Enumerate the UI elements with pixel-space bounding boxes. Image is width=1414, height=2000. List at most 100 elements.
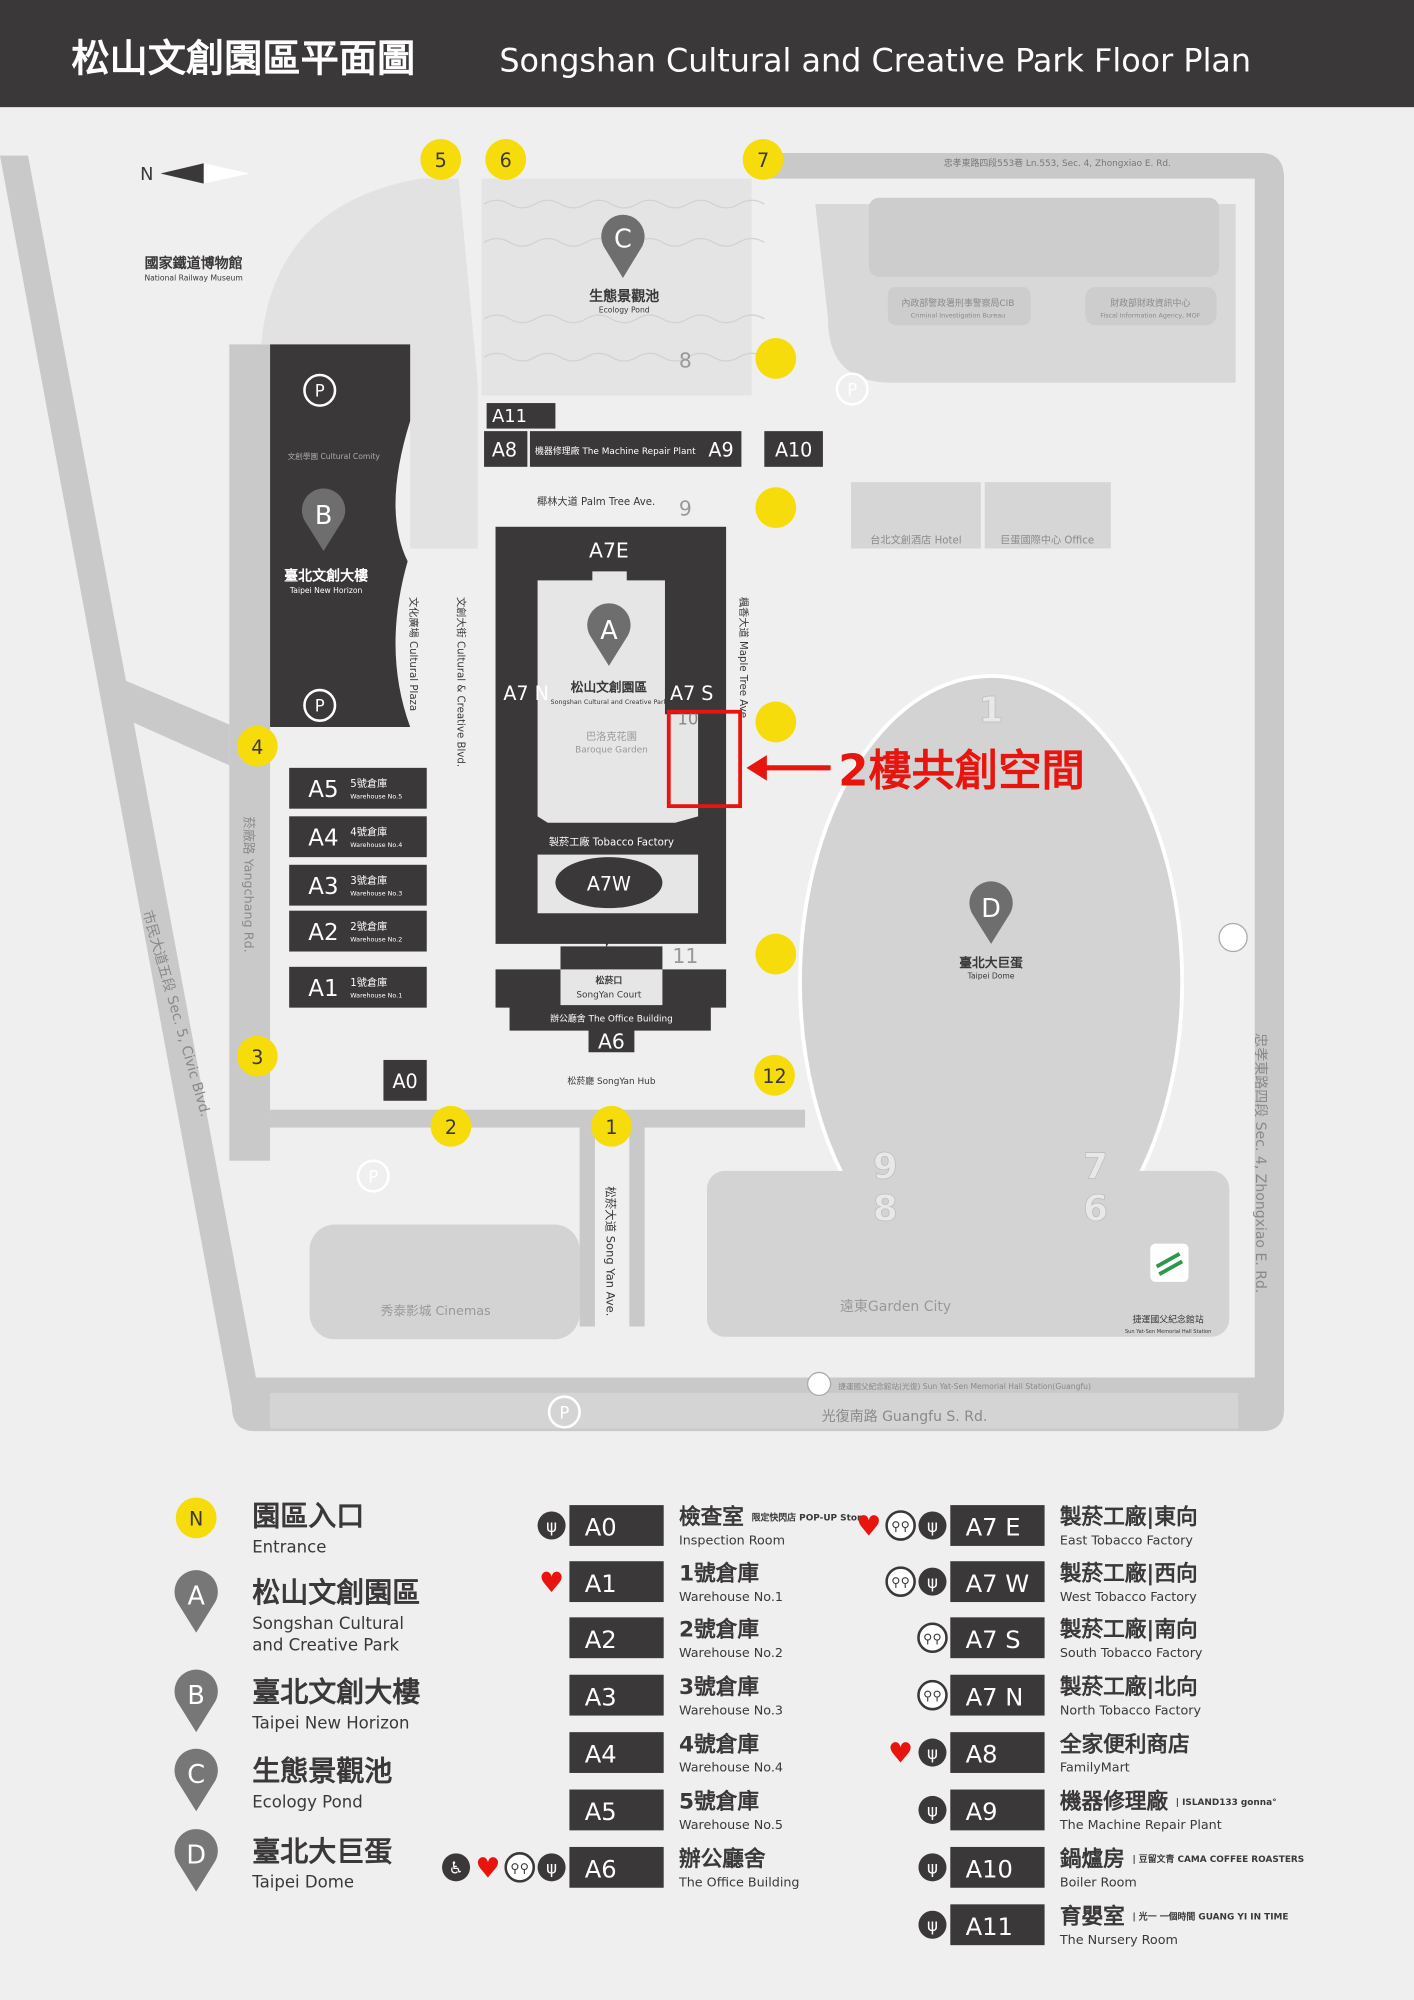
entrance-2[interactable]: 2 xyxy=(430,1105,472,1147)
entrance-5[interactable]: 5 xyxy=(420,139,462,180)
restaurant-glyph-icon: ψ xyxy=(927,1744,938,1763)
parking-south: P xyxy=(356,1159,390,1193)
building-code-box xyxy=(569,1505,664,1546)
aed-icon: ♥ xyxy=(856,1510,881,1543)
garden-city-building xyxy=(707,1170,1230,1337)
restroom-icon xyxy=(885,1510,916,1541)
location-pin-icon xyxy=(587,603,631,666)
building-code: A10 xyxy=(966,1856,1013,1884)
restaurant-glyph-icon: ψ xyxy=(927,1859,938,1878)
legend-zone-name-zh: 園區入口 xyxy=(252,1499,364,1532)
entrance-7[interactable]: 7 xyxy=(742,139,784,180)
building-a0[interactable]: A0 xyxy=(383,1059,427,1101)
pin-b[interactable]: B xyxy=(301,488,346,552)
building-b[interactable] xyxy=(270,344,411,728)
building-code-box xyxy=(569,1617,664,1659)
entrance-4[interactable]: 4 xyxy=(236,725,278,767)
entrance-6[interactable]: 6 xyxy=(485,139,527,180)
guangfu-road-label: 光復南路 Guangfu S. Rd. xyxy=(822,1408,988,1425)
entrance-12[interactable]: 12 xyxy=(754,1054,795,1096)
building-name-zh: 全家便利商店 xyxy=(1059,1731,1190,1757)
building-code-box xyxy=(569,1674,664,1716)
building-a10[interactable]: A10 xyxy=(764,431,823,467)
restaurant-icon xyxy=(918,1853,947,1882)
a7w-label: A7W xyxy=(587,872,631,895)
mrt-station-label: 捷運國父紀念館站 xyxy=(1133,1314,1204,1326)
warehouse-name-zh: 4號倉庫 xyxy=(350,825,387,838)
building-name-zh: 2號倉庫 xyxy=(679,1616,759,1642)
restroom-glyph-icon: ⚲⚲ xyxy=(891,1520,910,1535)
building-a11[interactable]: A11 xyxy=(486,403,556,429)
building-name-en: South Tobacco Factory xyxy=(1060,1646,1203,1661)
pond-label-zh: 生態景觀池 xyxy=(589,288,659,305)
aed-icon: ♥ xyxy=(539,1566,564,1599)
pond-label-en: Ecology Pond xyxy=(599,305,650,314)
building-name-zh: 機器修理廠 xyxy=(1060,1789,1169,1815)
accessible-glyph-icon: ♿ xyxy=(449,1859,464,1878)
park-label-zh: 松山文創園區 xyxy=(571,679,648,695)
legend-zone-name-en: Taipei New Horizon xyxy=(251,1713,409,1732)
restroom-glyph-icon: ⚲⚲ xyxy=(923,1632,942,1647)
restaurant-glyph-icon: ψ xyxy=(546,1859,557,1878)
entrance-marker-icon xyxy=(236,725,278,767)
entrance-marker-icon[interactable] xyxy=(755,933,797,975)
pin-a[interactable]: A xyxy=(587,603,631,666)
entrance-marker-icon xyxy=(420,139,462,180)
warehouse-name-zh: 2號倉庫 xyxy=(350,920,387,933)
restroom-glyph-icon: ⚲⚲ xyxy=(923,1689,942,1704)
pin-c[interactable]: C xyxy=(601,214,645,279)
entrance-marker-icon[interactable] xyxy=(755,338,797,379)
entrance-number: 4 xyxy=(251,736,263,759)
building-code: A7 N xyxy=(966,1683,1024,1711)
building-code: A9 xyxy=(966,1798,998,1826)
bus-stop-label: 捷運國父紀念館站(光復) Sun Yat-Sen Memorial Hall S… xyxy=(838,1381,1091,1391)
a6-label: A6 xyxy=(598,1029,625,1053)
entrance-1[interactable]: 1 xyxy=(591,1105,632,1147)
railway-museum-zh: 國家鐵道博物館 xyxy=(145,255,243,272)
office-building-label: 辦公廳舍 The Office Building xyxy=(550,1013,673,1025)
tobacco-factory-label: 製菸工廠 Tobacco Factory xyxy=(549,836,674,849)
songyan-ave-edge-left xyxy=(579,1122,595,1327)
building-a7[interactable] xyxy=(495,526,727,944)
office-tower xyxy=(984,482,1111,549)
civic-blvd-road xyxy=(0,155,262,1406)
building-a8[interactable]: A8 xyxy=(484,431,528,467)
railway-museum-en: National Railway Museum xyxy=(144,274,242,283)
building-code: A3 xyxy=(585,1683,617,1711)
warehouse-name-zh: 5號倉庫 xyxy=(350,777,387,790)
building-code-box xyxy=(569,1846,664,1888)
entrance-3[interactable]: 3 xyxy=(236,1035,278,1077)
entrance-marker-icon[interactable] xyxy=(755,701,797,743)
bus-stop-icon xyxy=(806,1371,832,1397)
a11-label: A11 xyxy=(492,406,527,427)
maple-ave-label: 楓香大道 Maple Tree Ave. xyxy=(737,597,750,721)
building-code: A5 xyxy=(585,1798,617,1826)
b-label-en: Taipei New Horizon xyxy=(289,586,363,595)
building-code-box xyxy=(950,1505,1045,1546)
header-bar xyxy=(0,0,1414,108)
north-arrow-icon xyxy=(160,163,204,184)
building-code-box xyxy=(569,1732,664,1773)
office-label: 巨蛋國際中心 Office xyxy=(1000,533,1094,546)
entrance-marker-icon[interactable] xyxy=(755,487,797,529)
restaurant-icon xyxy=(918,1738,947,1767)
accessible-icon xyxy=(442,1853,471,1882)
pin-d[interactable]: D xyxy=(969,881,1013,944)
area-11: 11 xyxy=(672,944,698,968)
